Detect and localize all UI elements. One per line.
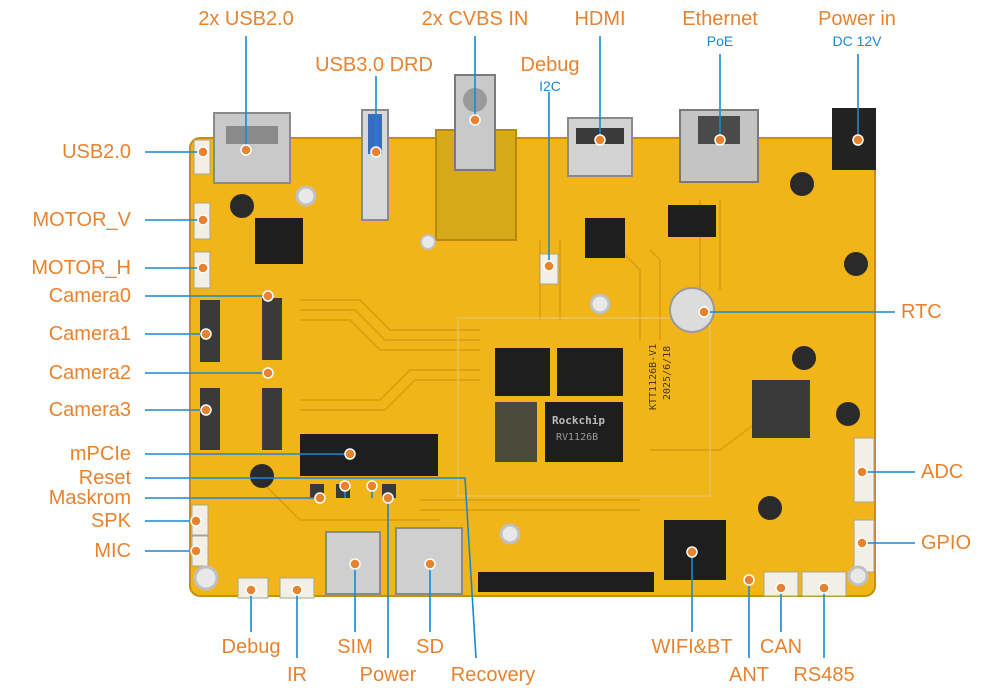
- soc-model-marking: RV1126B: [556, 432, 599, 443]
- label-maskrom: Maskrom: [48, 487, 131, 509]
- label-ethernet: Ethernet: [682, 8, 758, 30]
- capacitor-7: [758, 496, 782, 520]
- chip-memory-2: [557, 348, 623, 396]
- mount-hole-6: [420, 234, 436, 250]
- label-motor-v: MOTOR_V: [32, 209, 131, 231]
- mount-hole-4: [193, 565, 219, 591]
- chip-eth-phy: [585, 218, 625, 258]
- label-mpcie: mPCIe: [69, 443, 131, 465]
- usb-stack-connector: [213, 112, 291, 184]
- label-power: Power: [359, 664, 417, 686]
- camera0-connector: [262, 298, 282, 360]
- label-sd: SD: [416, 636, 444, 658]
- chip-soc: [545, 402, 623, 462]
- callout-markers: [190, 114, 868, 596]
- label-adc: ADC: [921, 461, 964, 483]
- inductor: [752, 380, 810, 438]
- pin-header: [478, 572, 654, 592]
- chip-left: [255, 218, 303, 264]
- label-wifi-bt: WIFI&BT: [651, 636, 733, 658]
- label-recovery: Recovery: [450, 664, 536, 686]
- mpcie-slot: [300, 434, 438, 476]
- capacitor-6: [250, 464, 274, 488]
- som-outline: [457, 317, 711, 497]
- label-usb30-drd: USB3.0 DRD: [315, 54, 433, 76]
- usb-stack-port: [226, 126, 278, 144]
- sim-slot: [325, 531, 381, 595]
- label-camera2: Camera2: [48, 362, 131, 384]
- label-motor-h: MOTOR_H: [31, 257, 131, 279]
- board-version-silkscreen: KTT1126B-V1: [648, 343, 659, 410]
- mount-hole-5: [847, 565, 869, 587]
- camera3-connector: [200, 388, 220, 450]
- label-camera0: Camera0: [48, 285, 131, 307]
- label-spk: SPK: [90, 510, 131, 532]
- label-camera3: Camera3: [48, 399, 131, 421]
- label-debug-top: Debug: [520, 54, 580, 76]
- mount-hole-2: [589, 293, 611, 315]
- label-gpio: GPIO: [921, 532, 972, 554]
- label-usb20: USB2.0: [62, 141, 131, 163]
- camera2-connector: [262, 388, 282, 450]
- label-reset: Reset: [78, 467, 131, 489]
- pcb-traces: [249, 200, 761, 521]
- leader-lines: [145, 36, 915, 659]
- label-sim: SIM: [337, 636, 373, 658]
- label-rtc: RTC: [901, 301, 942, 323]
- label-ir: IR: [287, 664, 307, 686]
- label-mic: MIC: [94, 540, 131, 562]
- label-hdmi: HDMI: [574, 8, 626, 30]
- label-2x-usb20: 2x USB2.0: [198, 8, 294, 30]
- capacitor-3: [844, 252, 868, 276]
- mount-hole-1: [295, 185, 317, 207]
- label-ant: ANT: [729, 664, 769, 686]
- label-poe: PoE: [706, 33, 734, 49]
- board-date-silkscreen: 2025/6/18: [662, 345, 673, 400]
- soc-brand-marking: Rockchip: [552, 414, 605, 427]
- capacitor-5: [836, 402, 860, 426]
- mount-hole-3: [499, 523, 521, 545]
- chip-transformer: [668, 205, 716, 237]
- usb3-port: [368, 114, 382, 154]
- label-i2c: I2C: [539, 78, 561, 94]
- label-can: CAN: [759, 636, 803, 658]
- label-cvbs-in: 2x CVBS IN: [421, 8, 529, 30]
- label-camera1: Camera1: [48, 323, 131, 345]
- label-dc-12v: DC 12V: [832, 33, 882, 49]
- capacitor-1: [230, 194, 254, 218]
- chip-flash: [495, 402, 537, 462]
- label-debug-bottom: Debug: [221, 636, 281, 658]
- label-power-in: Power in: [818, 8, 896, 30]
- capacitor-2: [790, 172, 814, 196]
- capacitor-4: [792, 346, 816, 370]
- chip-memory-1: [495, 348, 550, 396]
- label-rs485: RS485: [793, 664, 855, 686]
- rtc-battery: [669, 287, 715, 333]
